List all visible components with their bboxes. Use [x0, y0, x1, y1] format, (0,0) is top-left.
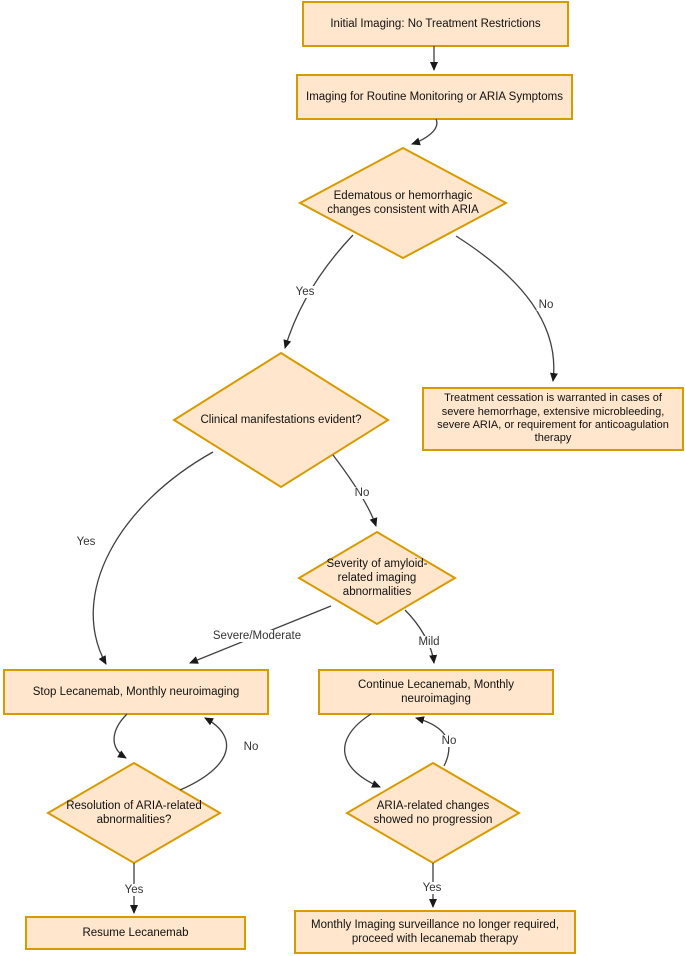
edge-label-severity-severe-moderate: Severe/Moderate: [210, 630, 304, 642]
node-stop-lecanemab-shape: [3, 669, 269, 715]
node-clinical-manifestations-shape: [172, 351, 390, 489]
edge-label-progression-no: No: [439, 735, 459, 747]
node-monthly-not-required-shape: [294, 910, 576, 954]
edge-label-resolution-no: No: [241, 741, 261, 753]
edge-label-aria-no: No: [536, 299, 556, 311]
edge-resolution-no-loop: [179, 717, 228, 791]
edge-continue-to-progression: [344, 713, 381, 788]
edge-label-clinical-no: No: [352, 487, 372, 499]
edge-label-resolution-yes: Yes: [122, 884, 146, 896]
edge-clinical-yes-to-stop: [92, 451, 214, 665]
edge-label-severity-mild: Mild: [416, 636, 442, 648]
node-routine-monitoring-shape: [296, 74, 573, 120]
node-severity-shape: [297, 530, 457, 626]
node-resolution-shape: [46, 761, 222, 865]
node-treatment-cessation-shape: [422, 387, 684, 451]
edge-label-progression-yes: Yes: [420, 882, 444, 894]
edge-aria-no-to-cessation: [455, 235, 558, 382]
edge-routine-to-aria: [411, 118, 438, 146]
node-initial-imaging-shape: [302, 1, 569, 47]
edge-severity-mild-to-continue: [404, 609, 438, 664]
node-aria-changes-shape: [297, 146, 509, 260]
edge-label-clinical-yes: Yes: [74, 536, 98, 548]
node-resume-lecanemab-shape: [25, 916, 246, 950]
node-continue-lecanemab-shape: [318, 669, 554, 715]
node-no-progression-shape: [345, 761, 521, 865]
edge-stop-to-resolution: [113, 713, 128, 759]
edge-label-aria-yes: Yes: [293, 286, 317, 298]
